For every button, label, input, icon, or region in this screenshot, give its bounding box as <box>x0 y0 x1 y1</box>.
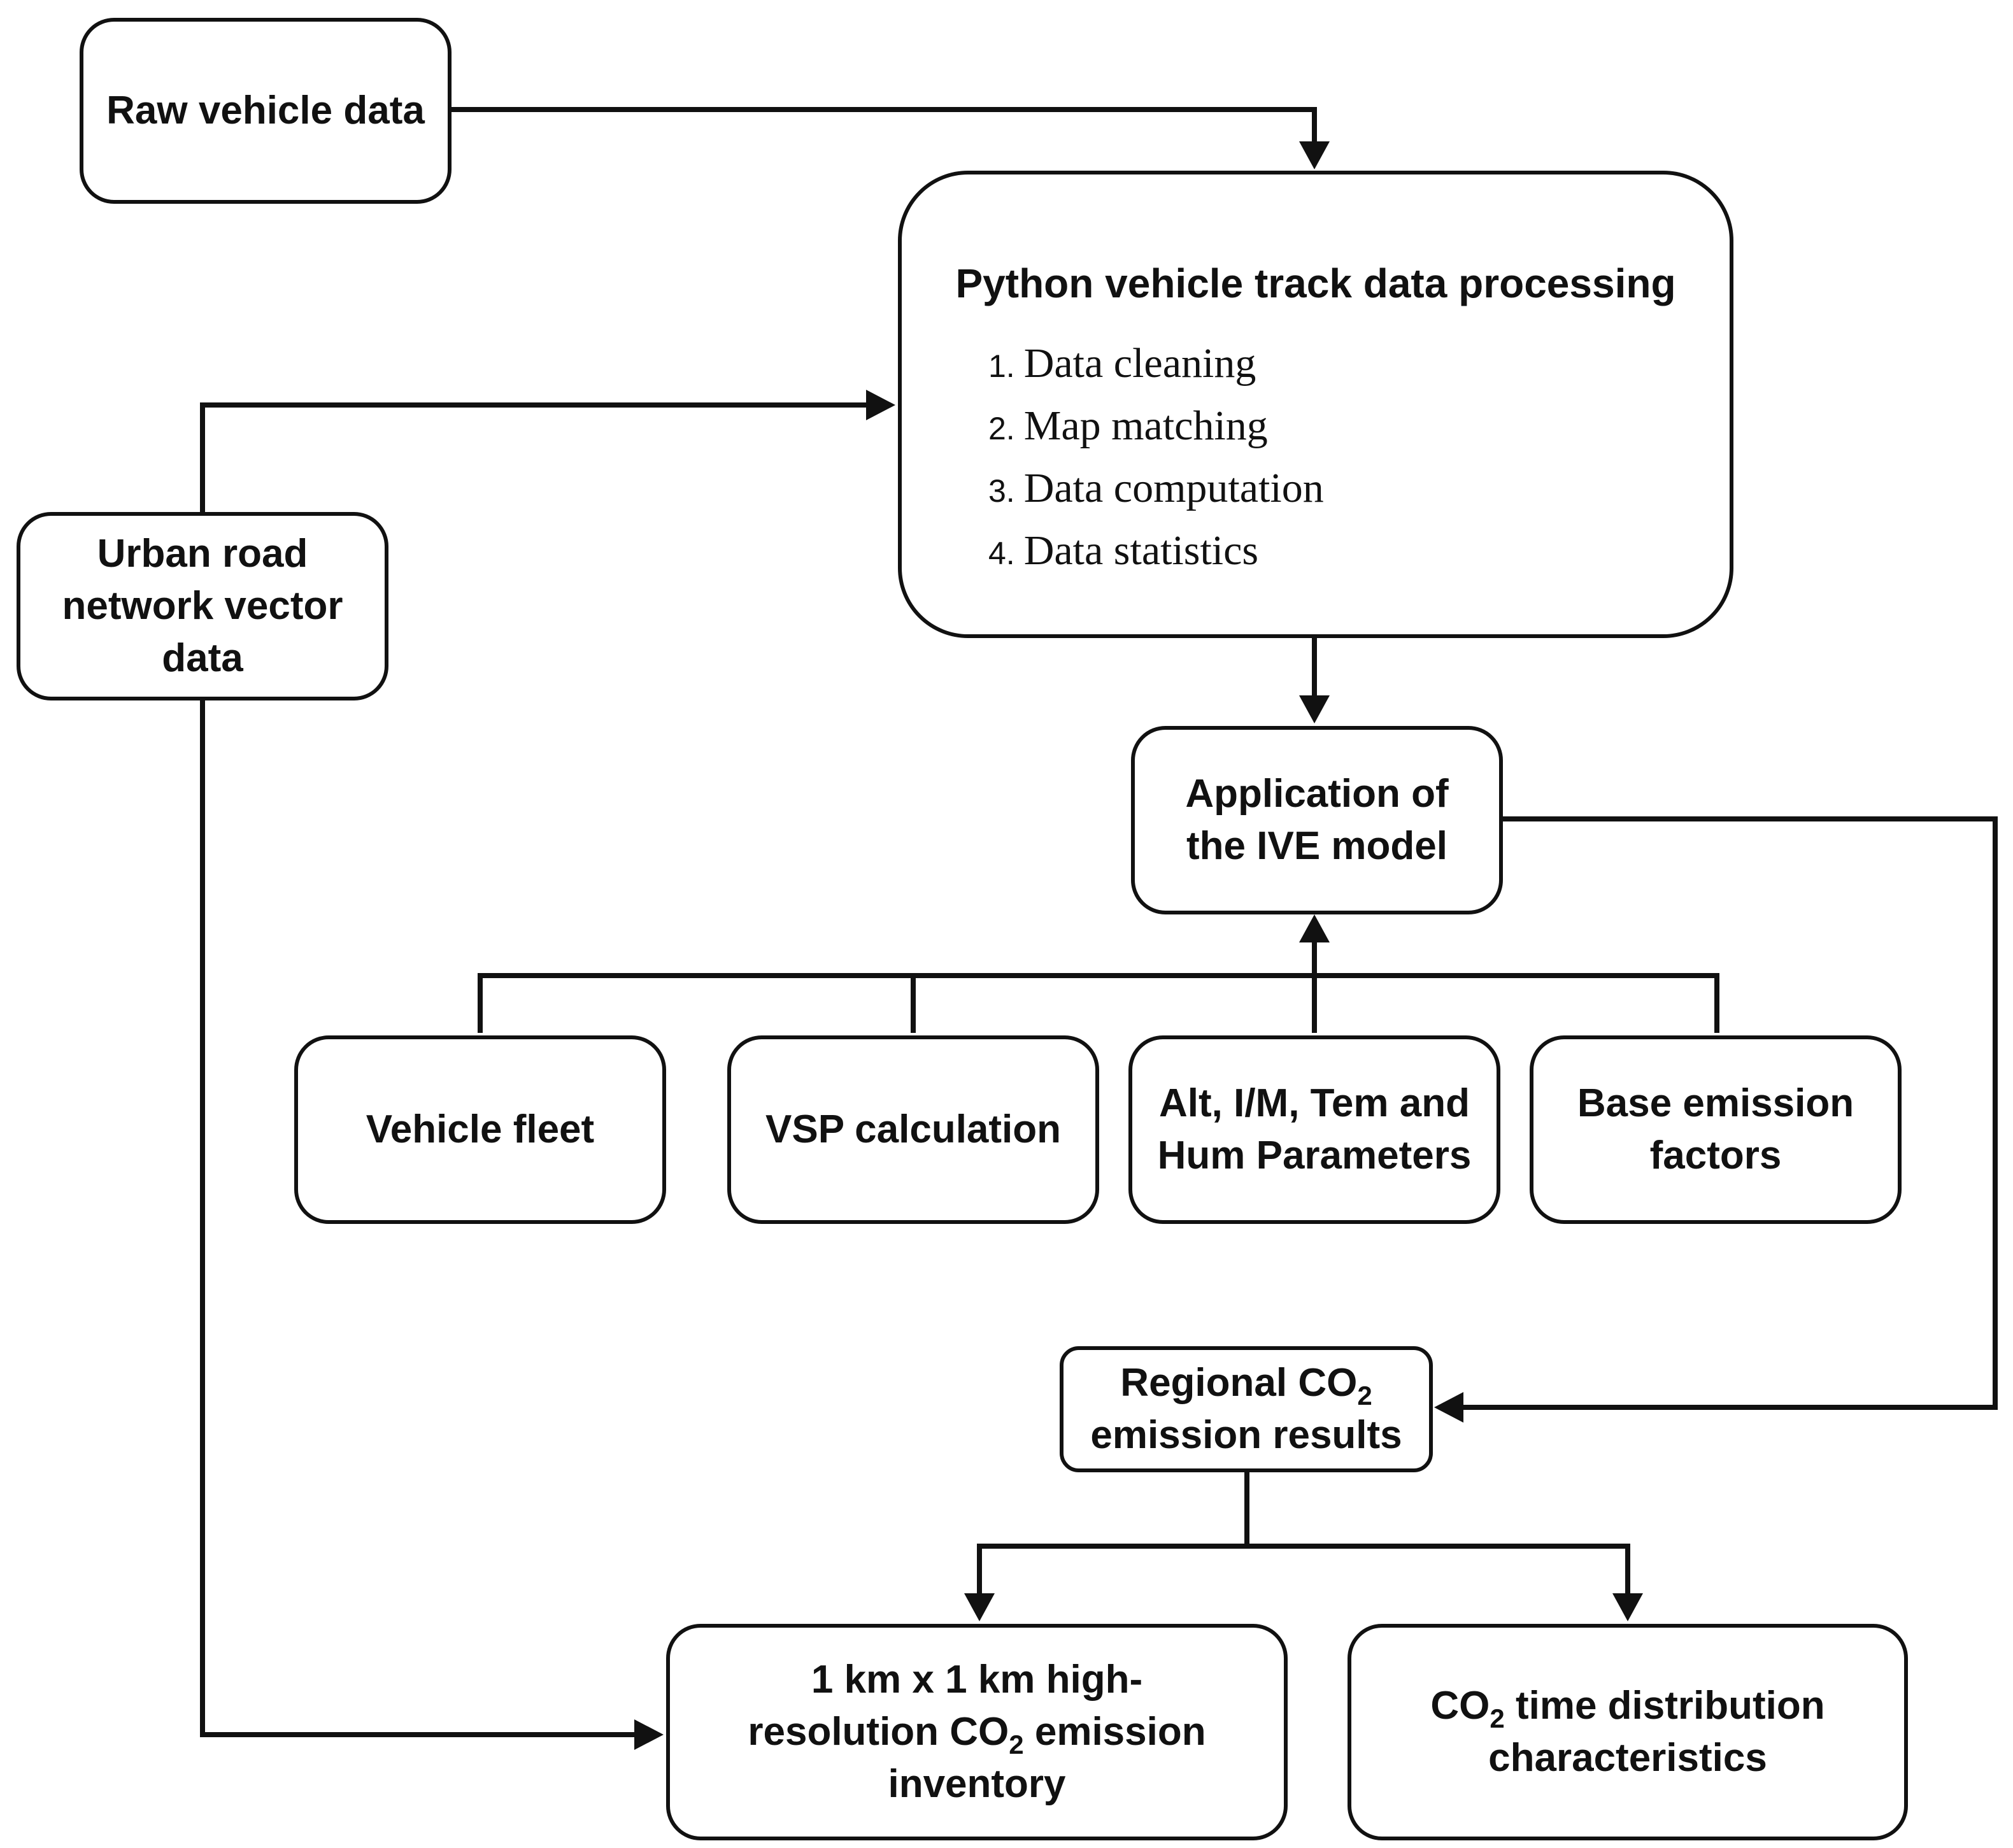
node-label: Raw vehicle data <box>106 89 425 132</box>
vsp-calculation-box: VSP calculation <box>727 1035 1099 1224</box>
node-label: VSP calculation <box>765 1107 1062 1151</box>
arrowhead-inputs-to-ive <box>1299 914 1330 942</box>
arrowhead-urban-to-python <box>866 390 895 420</box>
co2-inventory-box: 1 km x 1 km high- resolution CO2 emissio… <box>666 1624 1288 1840</box>
node-label: Urban road <box>97 532 308 576</box>
processing-step: 2.Map matching <box>988 402 1268 449</box>
connector-inputs-bus <box>478 925 1719 1033</box>
arrowhead-urban-to-inventory <box>634 1719 664 1750</box>
processing-steps-list: 1.Data cleaning 2.Map matching 3.Data co… <box>988 334 1324 583</box>
node-label: Alt, I/M, Tem and <box>1159 1081 1470 1125</box>
node-label: CO2 time distribution <box>1430 1684 1825 1733</box>
node-label: data <box>162 636 243 680</box>
python-processing-title: Python vehicle track data processing <box>955 260 1676 306</box>
connector-regional-to-outputs <box>977 1472 1630 1611</box>
raw-vehicle-data-box: Raw vehicle data <box>80 18 452 204</box>
connector-ive-to-regional <box>1446 816 1998 1410</box>
connector-urban-to-python <box>200 402 881 512</box>
urban-road-network-box: Urban road network vector data <box>17 512 388 700</box>
node-label: 1 km x 1 km high- <box>811 1658 1143 1702</box>
node-label: factors <box>1649 1134 1782 1177</box>
node-label: emission results <box>1090 1413 1402 1457</box>
arrowhead-regional-to-time <box>1612 1593 1643 1621</box>
node-label: Vehicle fleet <box>366 1107 595 1151</box>
arrowhead-regional-to-inventory <box>964 1593 995 1621</box>
arrowhead-python-to-ive <box>1299 695 1330 723</box>
connector-urban-to-inventory <box>200 699 650 1737</box>
arrowhead-ive-to-regional <box>1434 1392 1463 1423</box>
processing-step: 1.Data cleaning <box>988 340 1256 387</box>
python-processing-box: Python vehicle track data processing 1.D… <box>898 171 1733 638</box>
parameters-box: Alt, I/M, Tem and Hum Parameters <box>1128 1035 1500 1224</box>
processing-step: 3.Data computation <box>988 465 1324 511</box>
vehicle-fleet-box: Vehicle fleet <box>294 1035 666 1224</box>
node-label: network vector <box>62 584 343 628</box>
node-label: the IVE model <box>1186 824 1448 868</box>
connector-raw-to-python <box>450 107 1317 160</box>
ive-model-box: Application of the IVE model <box>1131 726 1503 914</box>
base-emission-factors-box: Base emission factors <box>1530 1035 1902 1224</box>
node-label: Base emission <box>1577 1081 1854 1125</box>
regional-co2-results-box: Regional CO2 emission results <box>1060 1346 1433 1472</box>
node-label: inventory <box>888 1762 1066 1806</box>
co2-time-distribution-box: CO2 time distribution characteristics <box>1348 1624 1908 1840</box>
node-label: Application of <box>1185 772 1449 816</box>
node-label: Regional CO2 <box>1120 1361 1372 1411</box>
arrowhead-raw-to-python <box>1299 141 1330 169</box>
node-label: resolution CO2 emission <box>748 1710 1206 1759</box>
node-label: Hum Parameters <box>1157 1134 1472 1177</box>
node-label: characteristics <box>1488 1736 1767 1780</box>
processing-step: 4.Data statistics <box>988 527 1259 574</box>
